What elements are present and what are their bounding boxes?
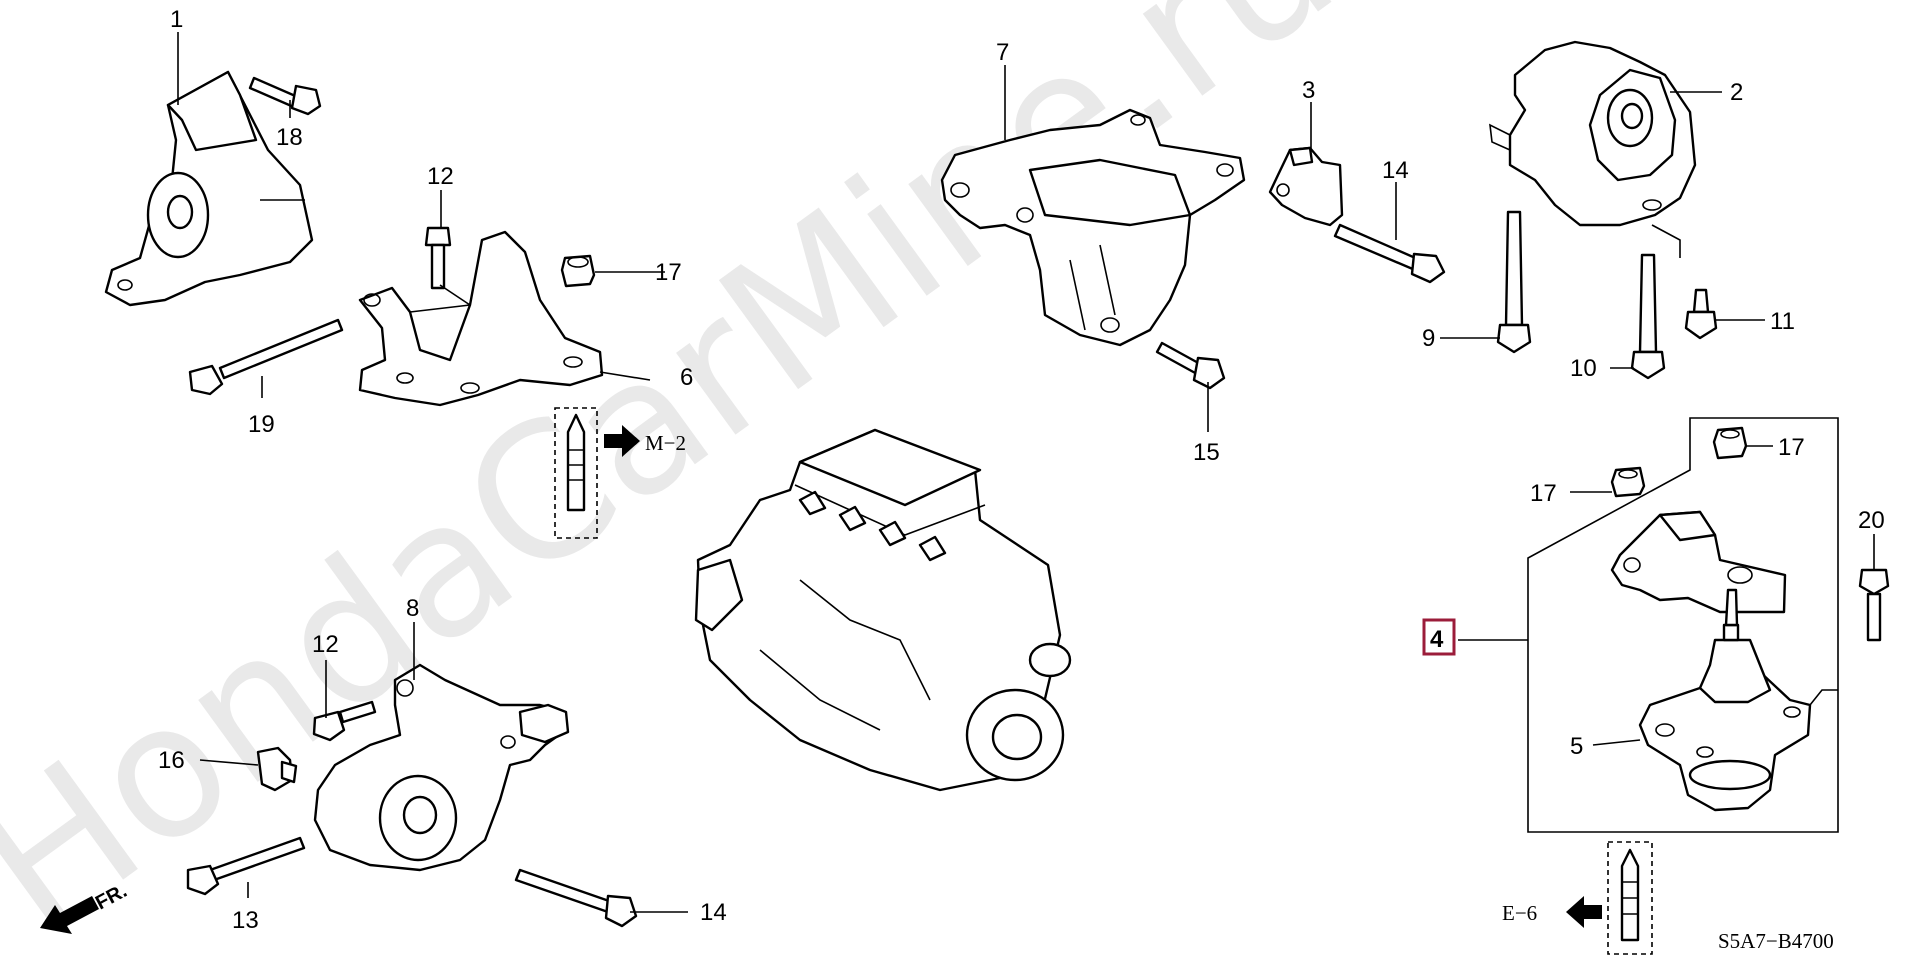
callout-2: 2 — [1730, 79, 1743, 106]
ref-e6-label: E−6 — [1502, 901, 1537, 925]
part-3-small-bracket[interactable] — [1268, 146, 1344, 227]
callout-7: 7 — [996, 39, 1009, 66]
stud-ref-e6 — [1607, 841, 1653, 955]
part-19-long-bolt[interactable] — [188, 318, 344, 396]
part-9-long-bolt[interactable] — [1496, 210, 1532, 354]
part-15-bolt[interactable] — [1155, 341, 1226, 390]
part-11-bolt[interactable] — [1684, 288, 1718, 340]
callout-11: 11 — [1770, 308, 1795, 335]
callout-16: 16 — [158, 747, 185, 774]
callout-12-bottom: 12 — [312, 631, 339, 658]
callout-1: 1 — [170, 6, 183, 33]
part-12-bolt-top[interactable] — [424, 226, 452, 290]
callout-18: 18 — [276, 124, 303, 151]
front-direction-arrow — [40, 896, 99, 934]
ref-m2-label: M−2 — [645, 431, 686, 455]
callout-10: 10 — [1570, 355, 1597, 382]
arrow-to-e6 — [1566, 896, 1602, 928]
part-16-nut[interactable] — [256, 746, 298, 792]
callout-5: 5 — [1570, 733, 1583, 760]
assembly-group-outline — [1527, 417, 1839, 833]
part-17-nut-top[interactable] — [560, 254, 596, 288]
callout-14-top: 14 — [1382, 157, 1409, 184]
callout-4-highlighted[interactable]: 4 — [1422, 618, 1456, 656]
callout-20: 20 — [1858, 507, 1885, 534]
part-14-bolt-top[interactable] — [1333, 223, 1446, 284]
part-4-upper-bracket[interactable] — [1610, 510, 1787, 614]
part-14-bolt-bottom[interactable] — [514, 868, 638, 928]
stud-ref-m2 — [554, 407, 598, 539]
callout-labels: 1 18 12 17 6 19 7 3 14 15 2 9 10 11 17 1… — [158, 6, 1885, 934]
callout-9: 9 — [1422, 325, 1435, 352]
callout-19: 19 — [248, 411, 275, 438]
arrow-to-m2 — [604, 425, 640, 457]
callout-17-right-upper: 17 — [1778, 434, 1805, 461]
part-6-bracket[interactable] — [358, 230, 604, 407]
part-2-transmission-mount[interactable] — [1489, 40, 1697, 227]
part-18-bolt[interactable] — [248, 76, 322, 116]
callout-8: 8 — [406, 595, 419, 622]
callout-4: 4 — [1430, 626, 1444, 653]
engine-outline — [694, 428, 1072, 792]
callout-13: 13 — [232, 907, 259, 934]
callout-17-top: 17 — [655, 259, 682, 286]
callout-3: 3 — [1302, 77, 1315, 104]
callout-14-bottom: 14 — [700, 899, 727, 926]
part-17-nut-right-lower[interactable] — [1610, 466, 1646, 498]
part-5-engine-mount[interactable] — [1638, 588, 1812, 812]
callout-17-right-lower: 17 — [1530, 480, 1557, 507]
part-12-bolt-bottom[interactable] — [312, 700, 377, 742]
drawing-code: S5A7−B4700 — [1718, 929, 1834, 953]
callout-15: 15 — [1193, 439, 1220, 466]
part-13-bolt[interactable] — [186, 836, 306, 896]
callout-12-top: 12 — [427, 163, 454, 190]
part-1-engine-side-mount[interactable] — [104, 70, 314, 307]
part-17-nut-right-upper[interactable] — [1712, 426, 1748, 460]
part-8-front-mount[interactable] — [313, 663, 570, 872]
part-10-long-bolt[interactable] — [1630, 253, 1666, 380]
part-20-bolt[interactable] — [1858, 568, 1890, 642]
part-7-bracket[interactable] — [940, 108, 1246, 347]
leader-lines — [177, 32, 1875, 913]
callout-6: 6 — [680, 364, 693, 391]
